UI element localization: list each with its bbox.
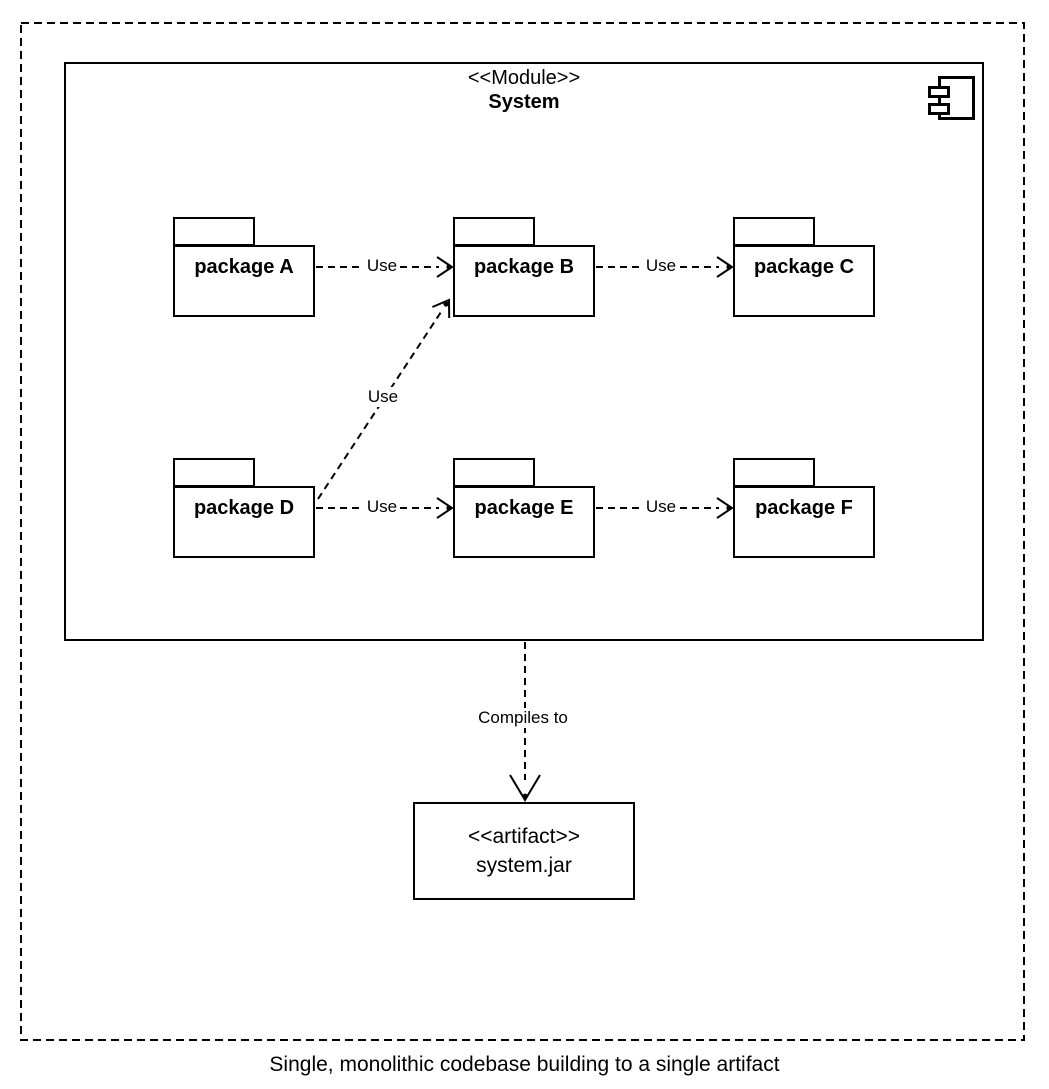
- package-node-d: package D: [173, 458, 315, 558]
- artifact-node: <<artifact>> system.jar: [413, 802, 635, 900]
- system-name: System: [488, 91, 560, 113]
- edge-label-compiles-to: Compiles to: [475, 708, 571, 728]
- open-arrowhead-icon: [509, 774, 541, 802]
- edge-label-use-a-b: Use: [363, 256, 401, 276]
- package-label: package D: [193, 496, 295, 519]
- package-label: package A: [194, 255, 294, 278]
- package-label: package E: [474, 496, 574, 519]
- component-icon-tab-top: [928, 86, 950, 98]
- package-node-e: package E: [453, 458, 595, 558]
- edge-label-use-d-b: Use: [364, 387, 402, 407]
- artifact-name: system.jar: [476, 854, 572, 877]
- package-node-c: package C: [733, 217, 875, 317]
- package-label: package C: [753, 255, 855, 278]
- edge-label-use-e-f: Use: [642, 497, 680, 517]
- package-node-b: package B: [453, 217, 595, 317]
- diagram-caption: Single, monolithic codebase building to …: [269, 1053, 780, 1076]
- package-node-f: package F: [733, 458, 875, 558]
- edge-label-use-b-c: Use: [642, 256, 680, 276]
- artifact-stereotype: <<artifact>>: [467, 825, 581, 848]
- package-label: package F: [755, 496, 853, 519]
- system-stereotype: <<Module>>: [467, 67, 581, 89]
- package-label: package B: [473, 255, 575, 278]
- edge-label-use-d-e: Use: [363, 497, 401, 517]
- component-icon-tab-bottom: [928, 103, 950, 115]
- package-node-a: package A: [173, 217, 315, 317]
- system-header: <<Module>> System: [66, 66, 982, 114]
